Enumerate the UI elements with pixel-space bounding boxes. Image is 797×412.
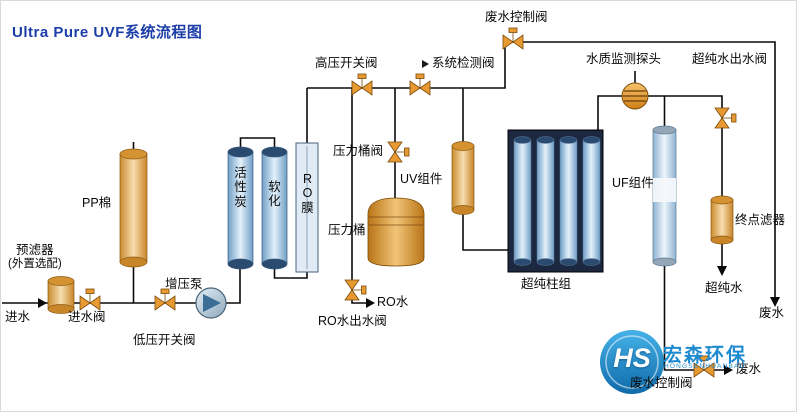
high-pressure-valve-icon xyxy=(351,73,373,96)
logo-subtitle: HONGSENHUANBAO xyxy=(664,363,746,370)
ro-membrane xyxy=(295,142,319,273)
label-pp-cotton: PP棉 xyxy=(82,196,112,210)
label-high-pressure-valve: 高压开关阀 xyxy=(315,56,378,70)
activated-carbon-cylinder xyxy=(227,146,254,270)
label-pressure-tank: 压力桶 xyxy=(328,223,366,237)
label-waste-control-valve-bottom: 废水控制阀 xyxy=(630,376,693,390)
pure-outlet-valve-icon xyxy=(714,107,737,129)
label-pure-water: 超纯水 xyxy=(705,281,743,295)
waste-control-valve-top-icon xyxy=(502,27,524,50)
logo-monogram: HS xyxy=(613,343,651,373)
low-pressure-valve-icon xyxy=(154,288,176,311)
water-quality-probe-icon xyxy=(621,82,649,110)
label-waste-water-bottom: 废水 xyxy=(736,362,762,376)
label-uv-module: UV组件 xyxy=(400,172,443,186)
label-activated-carbon: 活性炭 xyxy=(234,166,247,209)
softener-cylinder xyxy=(261,146,288,270)
logo-name: 宏森环保 xyxy=(663,345,748,366)
label-pressure-tank-valve: 压力桶阀 xyxy=(333,144,384,158)
label-pre-filter-note: (外置选配) xyxy=(8,258,62,270)
label-pointer-icon xyxy=(422,60,429,68)
pressure-tank-valve-icon xyxy=(387,141,410,163)
label-pure-column-group: 超纯柱组 xyxy=(521,277,572,291)
pure-column-group-box xyxy=(507,129,604,273)
pp-cotton-cylinder xyxy=(119,148,148,268)
label-system-check-valve: 系统检测阀 xyxy=(432,56,495,70)
label-pre-filter: 预滤器 xyxy=(16,243,54,257)
label-booster-pump: 增压泵 xyxy=(165,277,203,291)
inlet-valve-icon xyxy=(79,288,101,311)
label-uf-module: UF组件 xyxy=(612,176,654,190)
pre-filter xyxy=(47,276,75,314)
label-inlet: 进水 xyxy=(5,310,31,324)
uv-module-cylinder xyxy=(451,141,475,215)
label-softener: 软化 xyxy=(268,180,281,209)
label-waste-water-right: 废水 xyxy=(759,306,785,320)
ro-outlet-valve-icon xyxy=(344,279,367,301)
logo-circle xyxy=(600,330,664,394)
label-ro-outlet-valve: RO水出水阀 xyxy=(318,314,387,328)
uf-module-cylinder xyxy=(652,125,677,267)
page-title: Ultra Pure UVF系统流程图 xyxy=(12,24,203,41)
system-check-valve-icon xyxy=(409,73,431,96)
label-inlet-valve: 进水阀 xyxy=(68,310,106,324)
label-low-pressure-valve: 低压开关阀 xyxy=(133,333,196,347)
label-end-filter: 终点滤器 xyxy=(735,213,786,227)
label-ro-membrane: RO膜 xyxy=(301,172,314,215)
label-waste-control-valve-top: 废水控制阀 xyxy=(485,10,548,24)
label-ro-water: RO水 xyxy=(377,295,409,309)
end-filter xyxy=(710,195,734,245)
label-pure-outlet-valve: 超纯水出水阀 xyxy=(692,52,768,66)
pressure-tank xyxy=(367,197,425,267)
flow-arrows xyxy=(38,266,780,375)
booster-pump-icon xyxy=(195,287,227,319)
label-water-quality-probe: 水质监测探头 xyxy=(586,52,662,66)
